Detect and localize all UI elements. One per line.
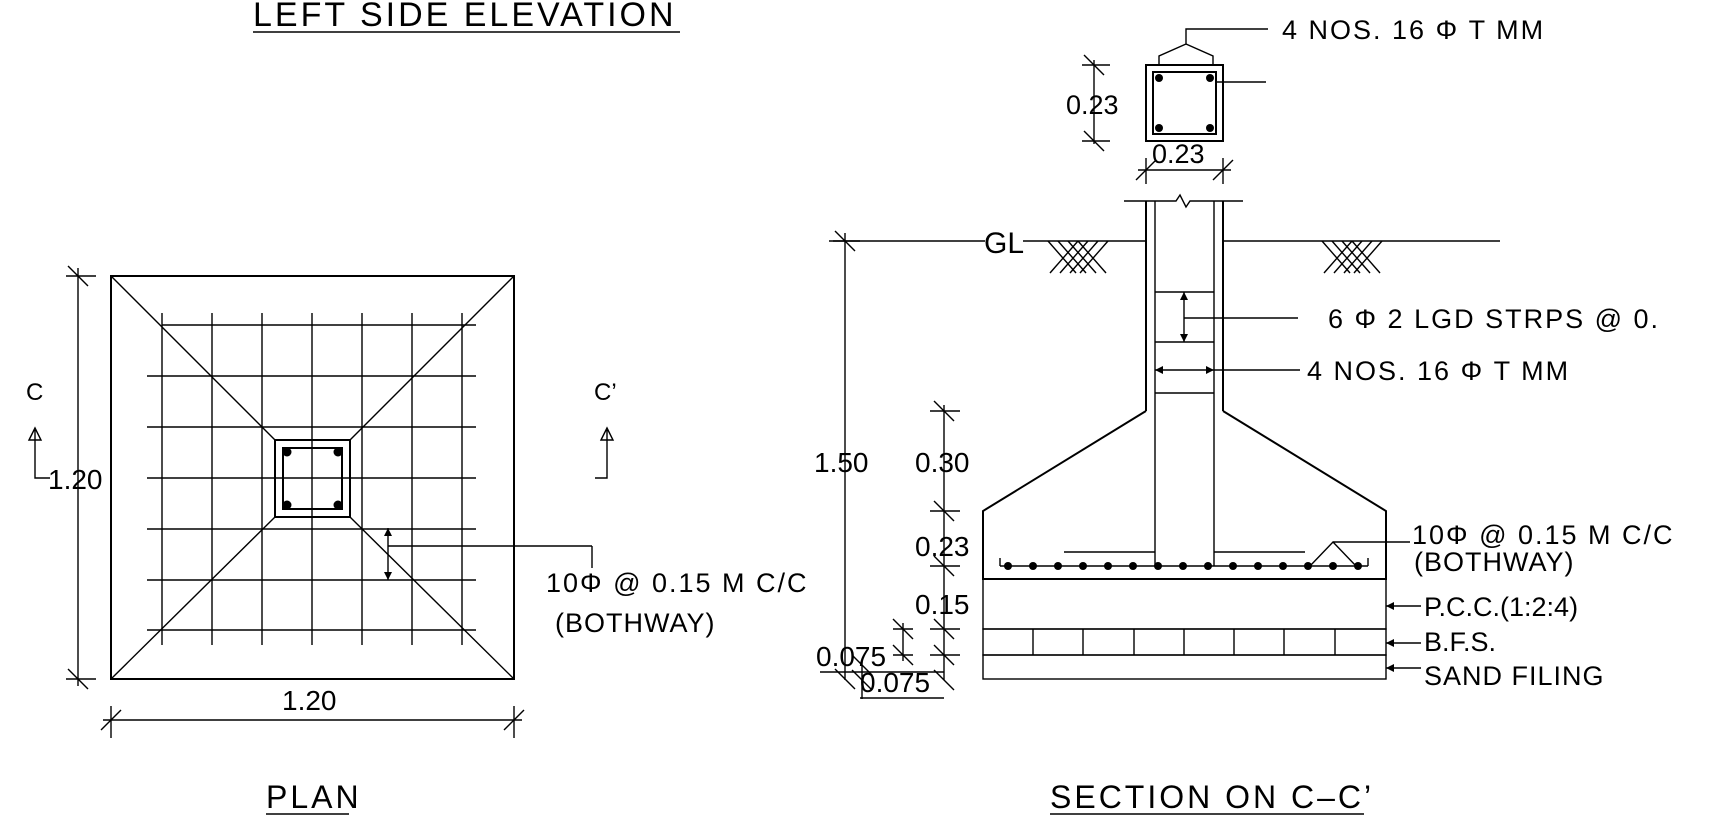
stirrup-label: 6 Φ 2 LGD STRPS @ 0.: [1328, 304, 1660, 334]
section-dim-taper-label: 0.30: [915, 447, 970, 478]
plan-mesh-leader: [384, 528, 593, 580]
plan-section-arrow-left: [27, 426, 50, 479]
column-break-line: [1124, 193, 1243, 209]
plan-dim-height: [66, 265, 96, 690]
column-section-dim-width: [1135, 158, 1234, 184]
section-dim-layers: [820, 618, 944, 699]
column-shaft: [1145, 201, 1224, 566]
column-section-dim-height: [1082, 54, 1110, 152]
footing-mesh-bar-dots: [1004, 562, 1362, 570]
soil-hatch-left: [1047, 240, 1109, 274]
footing-mesh-note: (BOTHWAY): [1414, 547, 1574, 577]
main-bars-leader: [1155, 366, 1300, 374]
plan-section-arrow-right: [595, 426, 615, 479]
column-top-bars-label: 4 NOS. 16 Φ T MM: [1282, 15, 1545, 45]
footing-mesh-bar-ends: [999, 558, 1369, 566]
sand-label: SAND FILING: [1424, 661, 1605, 691]
column-section-tie: [1152, 71, 1217, 135]
bfs-label: B.F.S.: [1424, 627, 1496, 657]
footing-mesh-label: 10Φ @ 0.15 M C/C: [1412, 520, 1675, 550]
plan-dim-height-label: 1.20: [48, 464, 103, 495]
section-dim-bfs-label: 0.075: [816, 641, 886, 672]
section-dim-sand-label: 0.075: [860, 667, 930, 698]
column-section-bars: [1155, 74, 1214, 132]
section-dim-chain: [930, 400, 960, 691]
pcc-layer: [982, 578, 1387, 630]
section-dim-base-label: 0.23: [915, 531, 970, 562]
plan-dim-width-label: 1.20: [282, 685, 337, 716]
plan-column-pedestal: [274, 439, 351, 518]
section-view: 4 NOS. 16 Φ T MM 0.23 0.23 GL: [814, 15, 1675, 699]
plan-footing-outline: [110, 275, 515, 680]
footing-mesh-leader: [1309, 540, 1410, 567]
plan-diagonals: [110, 275, 515, 680]
plan-dim-width: [100, 706, 525, 738]
column-dim-width-label: 0.23: [1152, 139, 1205, 169]
plan-section-mark-right: C’: [594, 379, 617, 406]
main-bars-label: 4 NOS. 16 Φ T MM: [1307, 356, 1570, 386]
plan-mesh-note: (BOTHWAY): [555, 608, 715, 638]
column-section-outer: [1145, 64, 1224, 142]
footing-outline: [982, 410, 1387, 580]
pcc-label: P.C.C.(1:2:4): [1424, 592, 1578, 622]
section-dim-depth-label: 1.50: [814, 447, 869, 478]
plan-section-mark-left: C: [26, 379, 43, 406]
soil-hatch-right: [1321, 240, 1383, 274]
plan-column-bars: [282, 447, 343, 510]
section-dim-pcc-label: 0.15: [915, 589, 970, 620]
title-section: SECTION ON C–C’: [1050, 779, 1374, 815]
title-plan: PLAN: [266, 779, 362, 815]
bfs-joints: [1032, 629, 1336, 655]
plan-column: [282, 447, 343, 510]
title-left-side-elevation: LEFT SIDE ELEVATION: [253, 0, 677, 34]
column-dim-height-label: 0.23: [1066, 90, 1119, 120]
column-section-leader-top: [1158, 28, 1268, 64]
stirrup-leader: [1180, 292, 1298, 342]
plan-view: 1.20 1.20 C C’ 10Φ @ 0.15 M C/C (BOTHWAY…: [26, 265, 809, 738]
plan-rebar-grid: [147, 313, 476, 645]
ground-level-label: GL: [984, 227, 1024, 260]
sand-layer: [982, 654, 1387, 680]
plan-mesh-label: 10Φ @ 0.15 M C/C: [546, 568, 809, 598]
